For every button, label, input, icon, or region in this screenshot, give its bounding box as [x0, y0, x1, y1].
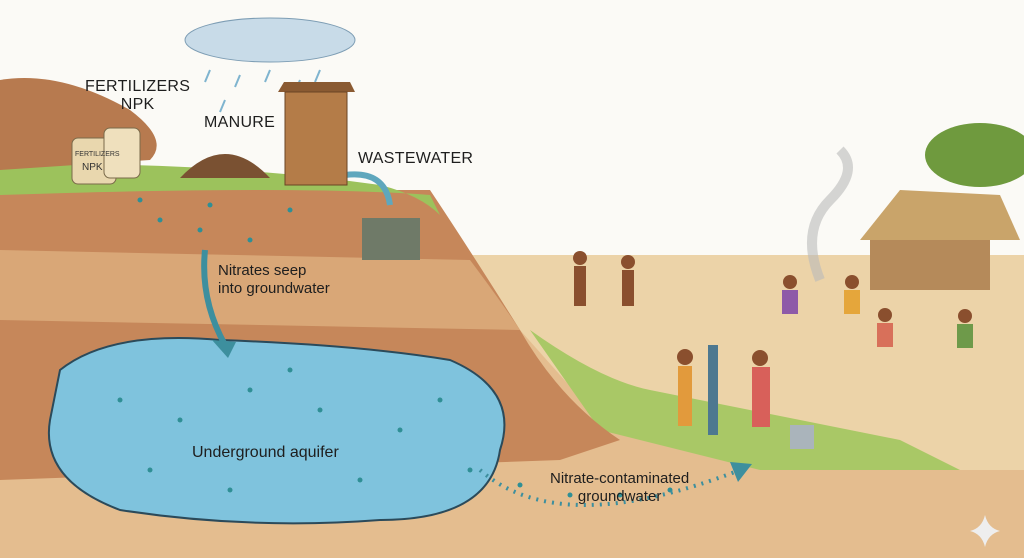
manure-pile [180, 154, 270, 178]
wastewater-arrow [344, 171, 393, 206]
tree [925, 123, 1024, 187]
nitrate-dots [117, 197, 673, 498]
hand-pump [708, 345, 718, 435]
seep-arrow [201, 249, 228, 347]
seep-text-1: Nitrates seep [218, 262, 307, 279]
wastewater-pit [362, 218, 420, 260]
bag-text-2: NPK [82, 162, 103, 173]
hut-roof [860, 190, 1020, 240]
soil-band [0, 250, 520, 330]
contaminated-text-2: groundwater [577, 488, 662, 505]
outhouse [284, 91, 348, 186]
villagers [573, 251, 973, 427]
wastewater-label: WASTEWATER [358, 150, 474, 167]
rain-cloud [184, 17, 356, 63]
aquifer-water [47, 337, 506, 525]
seep-label: Nitrates seep into groundwater [218, 262, 330, 298]
manure-label: MANURE [204, 114, 276, 131]
sparkle-icon [970, 515, 1000, 547]
bucket [790, 425, 814, 449]
contaminated-text-1: Nitrate-contaminated [550, 470, 690, 487]
groundwater-arrow-head [730, 462, 752, 482]
bag-text-1: FERTILIZERS [75, 151, 120, 158]
smoke [807, 146, 853, 282]
groundwater-arrow [478, 468, 741, 507]
seep-text-2: into groundwater [218, 280, 330, 297]
fertilizer-bag-2 [103, 127, 141, 179]
npk-text: NPK [120, 96, 155, 113]
outhouse-roof [278, 82, 355, 92]
fertilizers-label: FERTILIZERS NPK [85, 78, 190, 114]
seep-arrow-head [212, 340, 236, 358]
fertilizers-text: FERTILIZERS [85, 78, 191, 95]
green-field [530, 330, 960, 470]
contaminated-label: Nitrate-contaminated groundwater [550, 470, 689, 506]
aquifer-label: Underground aquifer [192, 444, 339, 461]
